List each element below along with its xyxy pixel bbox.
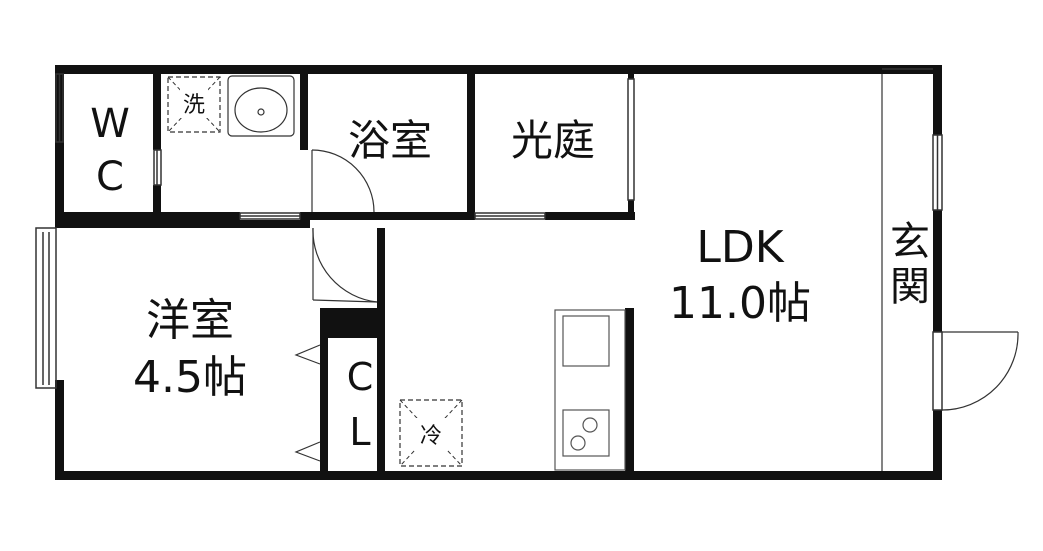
interior-walls (55, 65, 635, 480)
ldk-name: LDK (696, 222, 784, 273)
doors (311, 149, 1019, 411)
washer-space: 洗 (167, 76, 221, 133)
fridge-space: 冷 (399, 399, 463, 467)
wc-label-line2: C (96, 154, 124, 200)
ldk-size: 11.0帖 (669, 278, 811, 329)
kitchen-counter (554, 309, 626, 471)
washer-label: 洗 (183, 93, 205, 118)
entrance-label-line2: 関 (890, 264, 930, 310)
washbasin (227, 75, 295, 137)
windows (35, 68, 943, 471)
closet-marks (294, 344, 321, 462)
exterior-walls (55, 65, 942, 480)
bath-label: 浴室 (348, 116, 432, 165)
closet-label-line1: C (347, 355, 374, 399)
western-room-size: 4.5帖 (133, 352, 247, 403)
light-court-label: 光庭 (511, 116, 595, 165)
entrance-label-line1: 玄 (890, 219, 930, 265)
fridge-label: 冷 (420, 424, 442, 449)
western-room-name: 洋室 (146, 295, 234, 346)
closet-label-line2: L (349, 410, 370, 454)
wc-label-line1: W (90, 101, 130, 147)
